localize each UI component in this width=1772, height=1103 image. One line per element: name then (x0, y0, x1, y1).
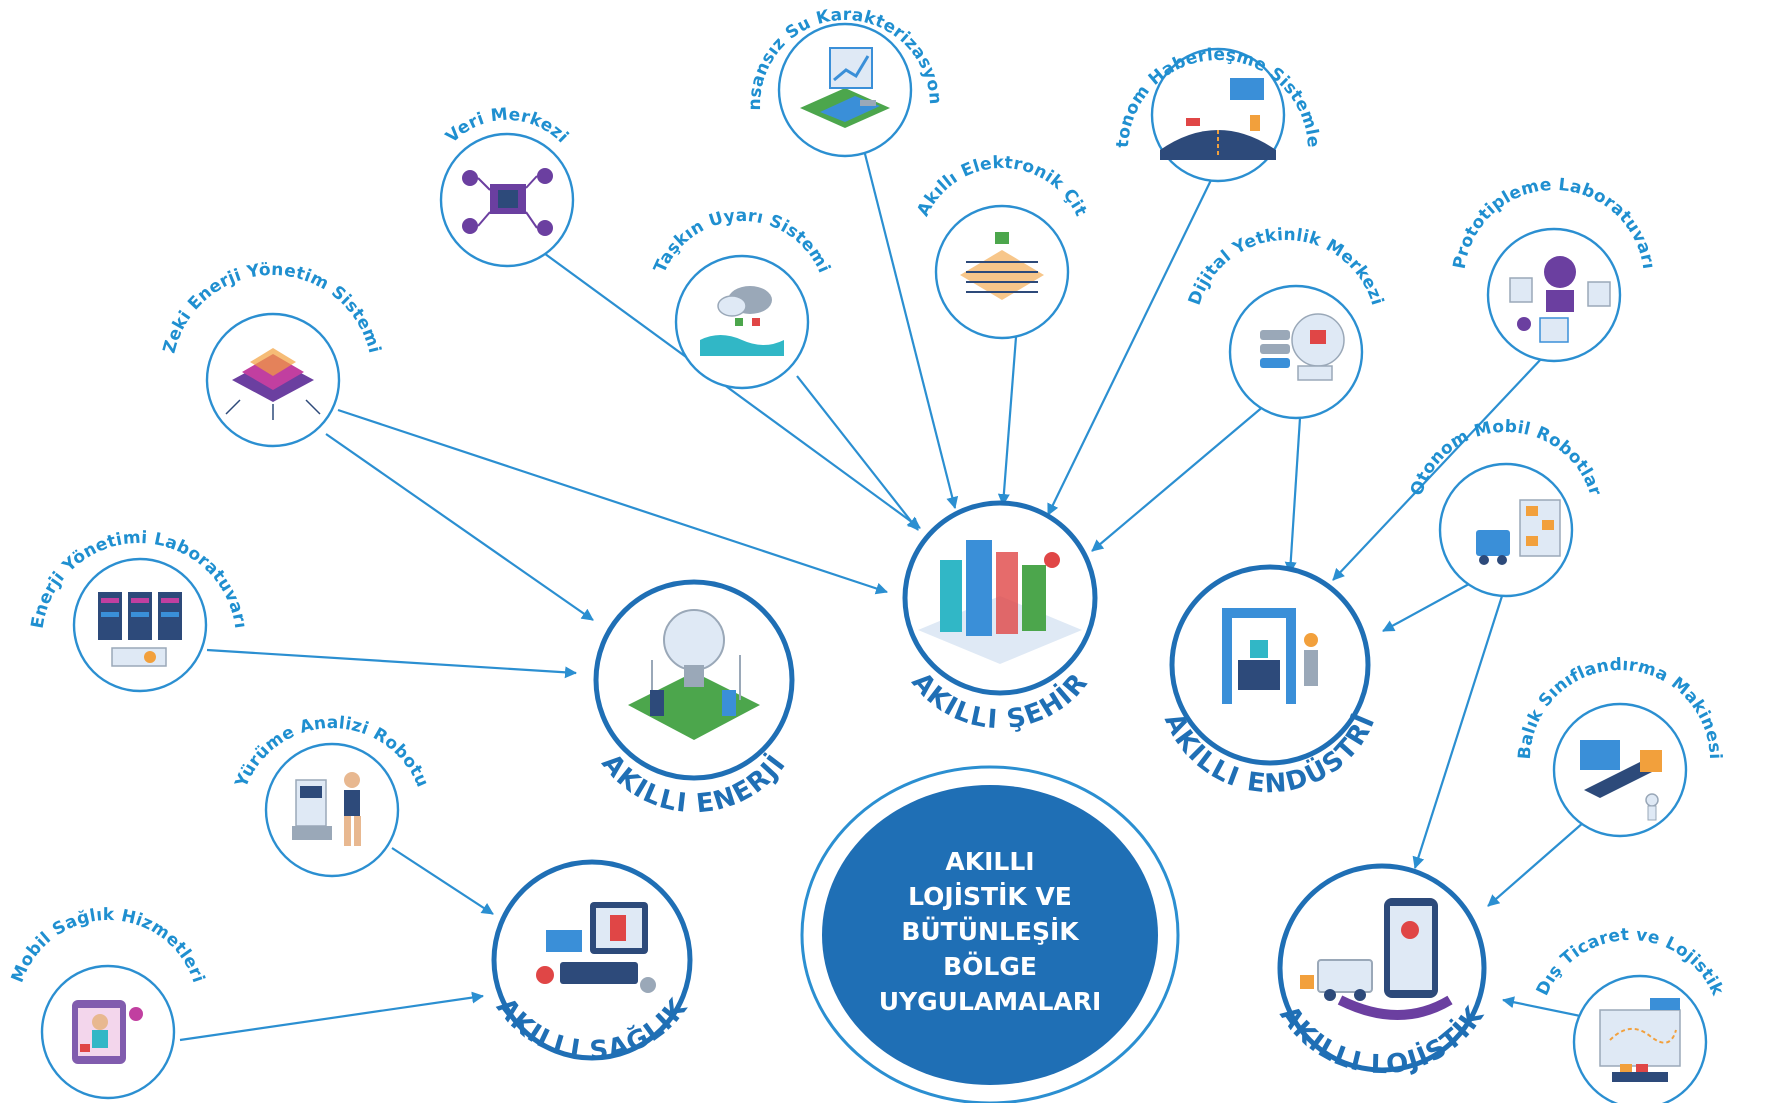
mobile-health-phone-icon (72, 1000, 143, 1064)
smart-logistics-icon (1300, 898, 1453, 1020)
arrow-insansiz-to-sehir (862, 149, 959, 509)
electronic-fence-icon (960, 232, 1044, 300)
autonomous-road-icon (1160, 78, 1276, 160)
node-label-otonom-haberlesme: Otonom Haberleşme Sistemleri (0, 0, 1323, 148)
arrow-taskin-to-sehir (796, 375, 919, 531)
arrow-zeki-to-enerji (325, 433, 594, 621)
connector-arrows (179, 149, 1601, 1042)
node-enerji-yonetimi-lab[interactable]: Enerji Yönetimi Laboratuvarı (28, 528, 251, 693)
hub-akilli-sehir[interactable]: AKILLI ŞEHİR (902, 500, 1098, 735)
hub-akilli-saglik[interactable]: AKILLI SAĞLIK (490, 859, 694, 1066)
node-zeki-enerji[interactable]: Zeki Enerji Yönetim Sistemi (160, 260, 385, 448)
node-dis-ticaret[interactable]: Dış Ticaret ve Lojistik (1533, 925, 1728, 1103)
arrow-dis-ticaret-to-lojistik (1502, 996, 1591, 1020)
smart-health-icon (536, 902, 656, 993)
arrow-mobil-saglik-to-saglik (179, 991, 484, 1042)
arrow-dijital-to-endustri (1284, 417, 1302, 574)
server-rack-icon (98, 592, 182, 667)
smart-energy-icon (628, 609, 760, 740)
node-dijital-yetkinlik[interactable]: Dijital Yetkinlik Merkezi (1185, 225, 1387, 420)
node-akilli-elektronik-cit[interactable]: Akıllı Elektronik Çit (913, 153, 1091, 340)
arrow-veri-merkezi-to-sehir (536, 247, 921, 529)
center-node: AKILLI LOJİSTİK VE BÜTÜNLEŞİK BÖLGE UYGU… (800, 765, 1180, 1103)
gait-analysis-robot-icon (292, 772, 361, 846)
hub-akilli-enerji[interactable]: AKILLI ENERJİ (593, 579, 795, 819)
arrow-dijital-to-sehir (1091, 404, 1266, 552)
water-drone-icon (800, 47, 890, 128)
arrow-enerji-lab-to-enerji (206, 648, 577, 679)
node-veri-merkezi[interactable]: Veri Merkezi (439, 105, 575, 268)
fish-sorting-machine-icon (1580, 740, 1662, 821)
arrow-otonom-mobil-to-lojistik (1412, 595, 1504, 869)
smart-industry-icon (1222, 608, 1318, 704)
trade-logistics-map-icon (1599, 998, 1681, 1082)
center-line-4: BÖLGE (943, 951, 1037, 981)
arrow-zeki-to-sehir (337, 408, 888, 595)
node-otonom-mobil[interactable]: Otonom Mobil Robotlar (1407, 417, 1606, 598)
arrow-otonom-haberlesme-to-sehir (1047, 177, 1213, 516)
center-line-1: AKILLI (945, 847, 1034, 876)
mobile-robot-forklift-icon (1476, 499, 1561, 565)
digital-competence-icon (1260, 313, 1345, 381)
center-line-2: LOJİSTİK VE (908, 881, 1072, 911)
node-otonom-haberlesme[interactable]: Otonom Haberleşme Sistemleri (0, 0, 1323, 183)
center-line-3: BÜTÜNLEŞİK (901, 916, 1080, 946)
smart-city-icon (918, 540, 1082, 664)
node-balik-siniflandirma[interactable]: Balık Sınıflandırma Makinesi (1515, 655, 1725, 838)
node-prototipleme[interactable]: Prototipleme Laboratuvarı (1450, 175, 1659, 363)
center-disc (822, 785, 1158, 1085)
node-taskin-uyari[interactable]: Taşkın Uyarı Sistemi (650, 206, 834, 390)
arrow-prototip-to-endustri (1332, 357, 1543, 581)
arrow-cit-to-sehir (997, 336, 1018, 506)
arrow-yurume-to-saglik (391, 847, 494, 915)
data-center-chip-icon (462, 168, 553, 236)
node-yurume-analizi[interactable]: Yürüme Analizi Robotu (231, 713, 432, 878)
hub-akilli-endustri[interactable]: AKILLI ENDÜSTRİ (1158, 564, 1382, 799)
center-line-5: UYGULAMALARI (879, 987, 1102, 1016)
energy-chip-icon (225, 348, 321, 420)
node-mobil-saglik[interactable]: Mobil Sağlık Hizmetleri (8, 905, 209, 1100)
flood-warning-icon (700, 286, 784, 356)
robot-prototype-icon (1509, 256, 1611, 343)
hub-akilli-lojistik[interactable]: AKILLI LOJİSTİK (1273, 863, 1490, 1080)
arrow-otonom-mobil-to-endustri (1382, 577, 1481, 632)
